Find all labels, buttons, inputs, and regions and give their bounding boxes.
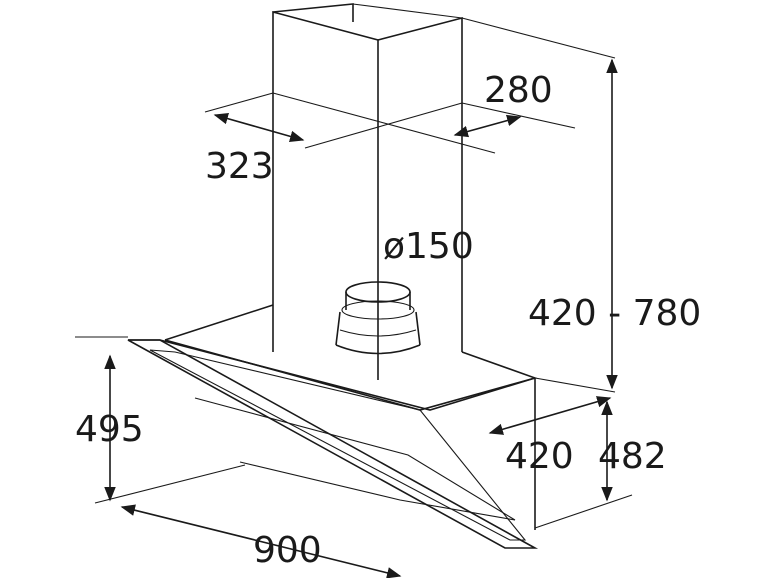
dimension-lines [75,17,633,578]
label-482: 482 [598,436,667,477]
width-280-arrow [453,114,522,138]
label-280: 280 [484,70,553,111]
chimney [272,3,463,380]
depth-420-arrow [488,396,612,435]
label-duct-diameter: ø150 [383,226,474,267]
width-900-arrow [120,504,402,578]
label-420: 420 [505,436,574,477]
label-height-range: 420 - 780 [528,293,701,334]
hood-body [127,304,539,549]
label-323: 323 [205,146,274,187]
label-495: 495 [75,409,144,450]
label-900: 900 [253,530,322,571]
duct-connector [335,281,421,355]
depth-323-arrow [213,113,305,142]
